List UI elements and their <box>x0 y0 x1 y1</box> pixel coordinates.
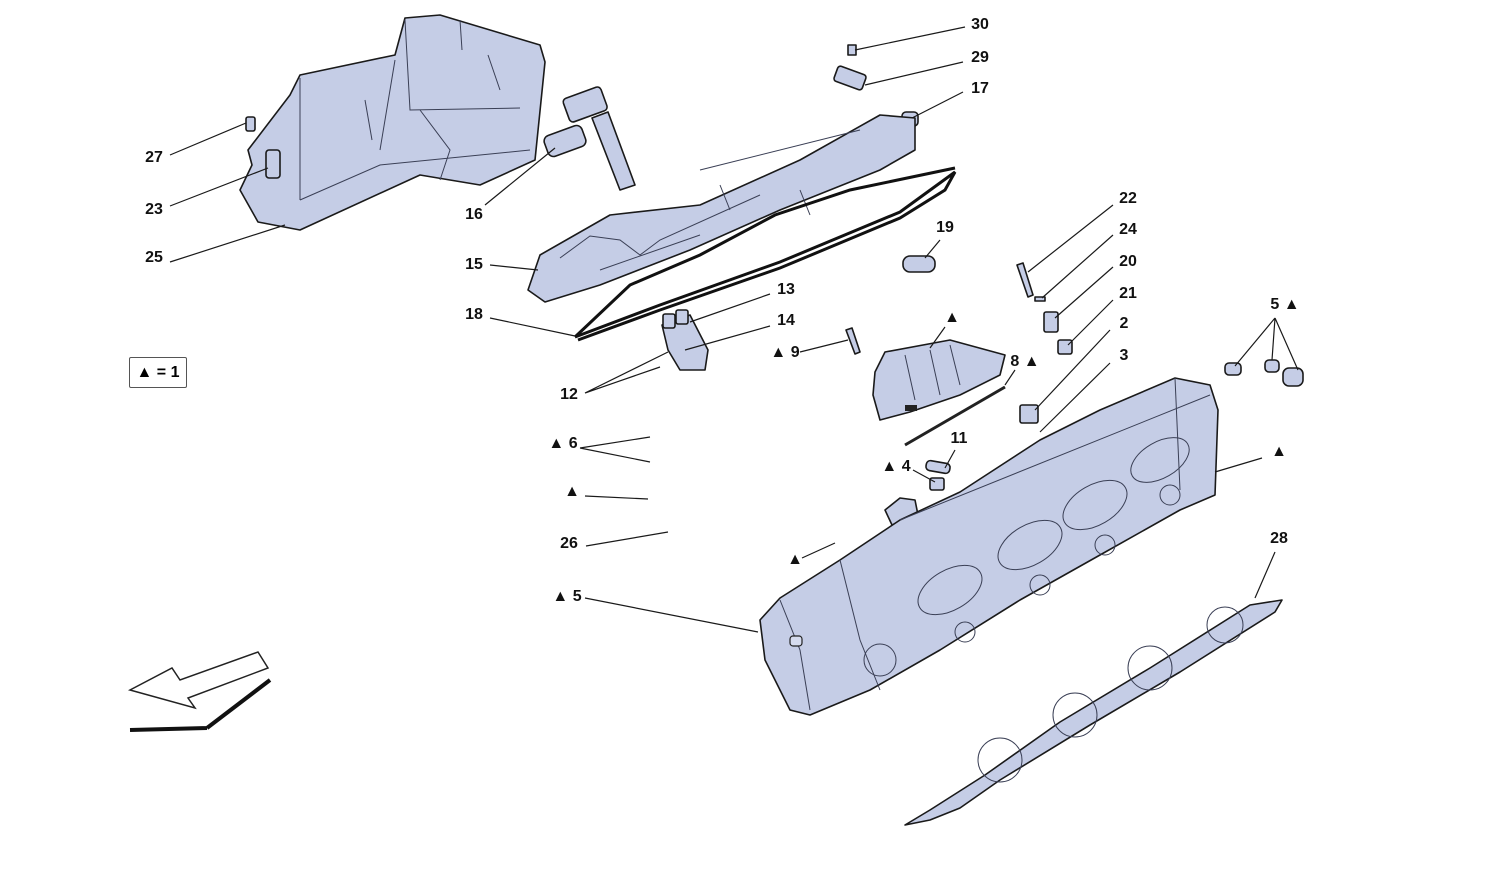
callout-triangle-head: ▲ <box>1271 443 1287 460</box>
callout-triangle-mid: ▲ <box>787 551 803 568</box>
callout-24: 24 <box>1119 221 1137 238</box>
clip-23 <box>265 149 281 179</box>
direction-arrow <box>127 651 272 732</box>
callout-triangle-left: ▲ <box>564 483 580 500</box>
callout-28: 28 <box>1270 530 1288 547</box>
plugs-5 <box>1224 359 1304 387</box>
camshaft-bearing-cap <box>872 339 1006 421</box>
legend-box: ▲ = 1 <box>129 357 187 388</box>
callout-8: 8 ▲ <box>1010 353 1040 370</box>
seal-21 <box>1057 339 1073 355</box>
callout-25: 25 <box>145 249 163 266</box>
callout-5-bottom: ▲ 5 <box>552 588 582 605</box>
cover-gasket <box>573 166 957 342</box>
callout-14: 14 <box>777 312 795 329</box>
callout-30: 30 <box>971 16 989 33</box>
head-gasket <box>904 599 1283 826</box>
ignition-coil <box>562 86 636 191</box>
callout-12: 12 <box>560 386 578 403</box>
callout-27: 27 <box>145 149 163 166</box>
callout-18: 18 <box>465 306 483 323</box>
screw-30 <box>847 44 857 56</box>
callout-4: ▲ 4 <box>881 458 911 475</box>
cam-cover <box>527 114 916 303</box>
callout-15: 15 <box>465 256 483 273</box>
callout-22: 22 <box>1119 190 1137 207</box>
callout-21: 21 <box>1119 285 1137 302</box>
callout-29: 29 <box>971 49 989 66</box>
callout-20: 20 <box>1119 253 1137 270</box>
seal-19 <box>902 255 936 273</box>
sensor-29 <box>833 65 867 91</box>
dowel-8 <box>904 385 1006 447</box>
bolt-9 <box>845 327 861 355</box>
callout-11: 11 <box>950 430 968 447</box>
callout-triangle-cap: ▲ <box>944 309 960 326</box>
callout-23: 23 <box>145 201 163 218</box>
callout-26: 26 <box>560 535 578 552</box>
callout-5-top: 5 ▲ <box>1270 296 1300 313</box>
leader-lines <box>169 26 1299 633</box>
cylinder-head <box>759 377 1219 716</box>
callout-17: 17 <box>971 80 989 97</box>
solenoid-valve <box>661 309 709 371</box>
callout-19: 19 <box>936 219 954 236</box>
callout-13: 13 <box>777 281 795 298</box>
heat-shield <box>239 14 546 231</box>
bushing-20 <box>1043 311 1059 333</box>
washer-24 <box>1034 296 1046 302</box>
callout-3: 3 <box>1119 347 1129 364</box>
callout-2: 2 <box>1119 315 1129 332</box>
pin-11 <box>925 459 951 475</box>
bolt-27 <box>245 116 256 132</box>
callout-16: 16 <box>465 206 483 223</box>
part-2 <box>1019 404 1039 424</box>
callout-9: ▲ 9 <box>770 344 800 361</box>
bracket <box>884 497 919 526</box>
bolt-22 <box>1016 262 1034 298</box>
callout-6: ▲ 6 <box>548 435 578 452</box>
